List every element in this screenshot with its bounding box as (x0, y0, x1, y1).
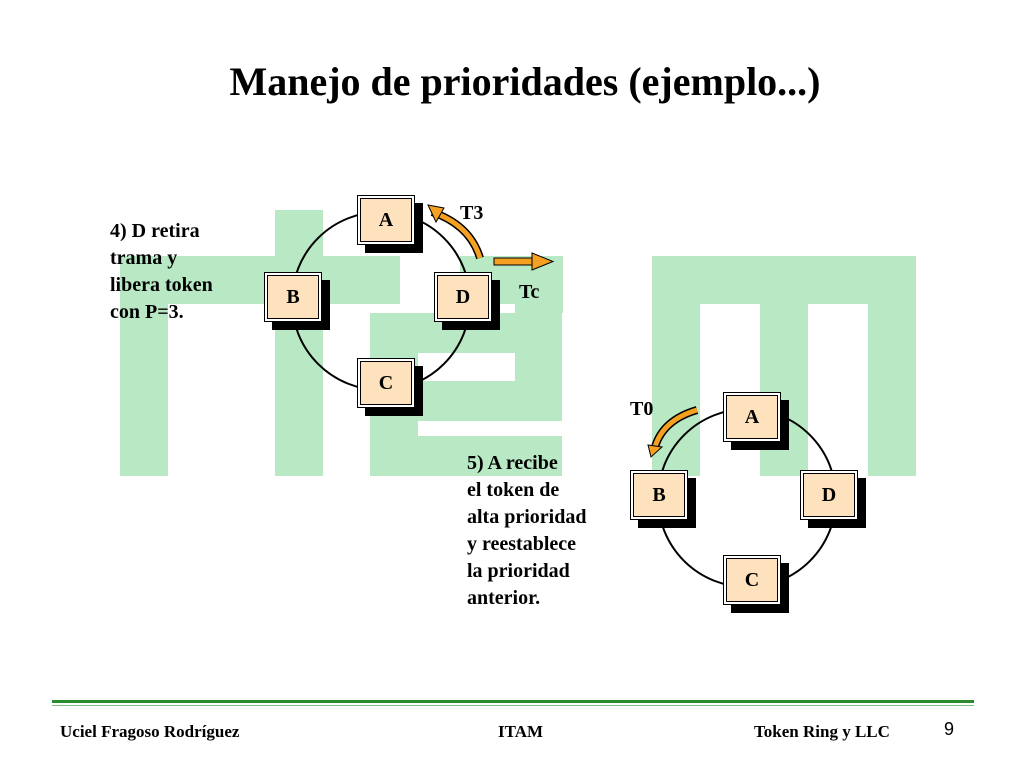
footer-rule-thin (52, 705, 974, 706)
ring1-frame-label: Tc (519, 281, 540, 303)
ring2-caption-line: la prioridad (467, 560, 570, 582)
ring2-caption-line: el token de (467, 479, 560, 501)
ring2-caption-line: y reestablece (467, 533, 577, 555)
ring1-caption-line: libera token (110, 274, 213, 296)
ring1-node-b: B (264, 272, 330, 330)
page-title: Manejo de prioridades (ejemplo...) (229, 59, 821, 104)
ring1-caption-line: con P=3. (110, 301, 184, 323)
ring1-node-c: C (357, 358, 423, 416)
page-number: 9 (944, 719, 955, 739)
footer-topic: Token Ring y LLC (754, 722, 890, 741)
footer-author: Uciel Fragoso Rodríguez (60, 722, 240, 741)
footer-institution: ITAM (498, 722, 544, 741)
ring2-node-d: D (800, 470, 866, 528)
ring2-caption-line: 5) A recibe (467, 452, 558, 474)
ring1-node-a: A (357, 195, 423, 253)
ring1-caption-line: trama y (110, 247, 178, 269)
ring2-token-arrow-icon (647, 406, 699, 458)
ring2-caption: 5) A recibe el token de alta prioridad y… (467, 450, 586, 612)
ring2-node-c: C (723, 555, 789, 613)
ring2-token-label: T0 (630, 398, 654, 420)
ring2-caption-line: alta prioridad (467, 506, 587, 528)
ring1-token-arrow-icon (427, 204, 484, 260)
footer-rule (52, 700, 974, 703)
ring1-token-label: T3 (460, 202, 484, 224)
ring2-node-b: B (630, 470, 696, 528)
ring1-caption: 4) D retira trama y libera token con P=3… (110, 218, 213, 326)
ring1-node-d: D (434, 272, 500, 330)
ring2-node-a: A (723, 392, 789, 450)
ring2-caption-line: anterior. (467, 587, 541, 609)
ring1-caption-line: 4) D retira (110, 220, 200, 242)
ring1-frame-arrow-icon (493, 252, 555, 271)
